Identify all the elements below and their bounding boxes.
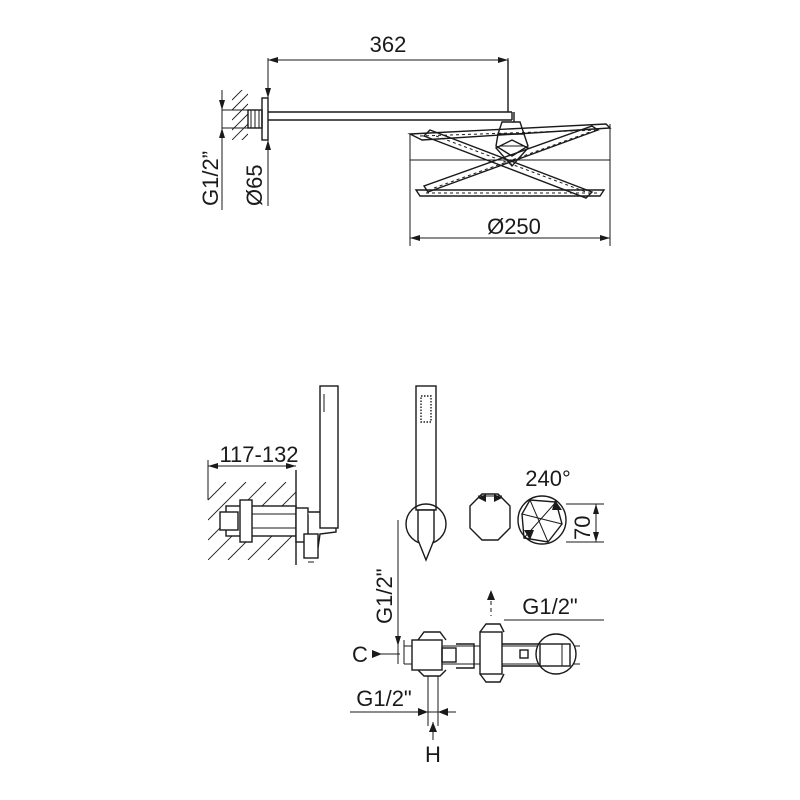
dim-h-label: H	[425, 742, 441, 767]
flange-diameter-label: Ø65	[242, 164, 267, 206]
head-diameter-label: Ø250	[487, 214, 541, 239]
wall-flange	[261, 97, 269, 141]
shower-arm-assembly: 362 Ø65 G1/2” Ø250	[198, 32, 612, 246]
hand-shower-side	[319, 385, 339, 529]
outlet-thread-top-label: G1/2"	[522, 594, 578, 619]
dimension-arm-length: 362	[267, 32, 509, 110]
rotation-angle-label: 240°	[525, 466, 571, 491]
arm-thread-label: G1/2”	[198, 151, 223, 206]
hex-height-label: 70	[570, 516, 595, 540]
valve-section: G1/2" G1/2" C G1/2" H	[350, 520, 604, 767]
hex-nut-views: 240° 70	[469, 466, 604, 545]
hex-nut-plain	[469, 493, 511, 541]
arm-length-label: 362	[370, 32, 407, 57]
shower-head	[407, 123, 612, 199]
dimension-head-diameter: Ø250	[409, 124, 611, 246]
dimension-arm-thread: G1/2”	[198, 90, 248, 210]
front-view-assembly	[405, 385, 447, 562]
dim-c-label: C	[352, 642, 368, 667]
hand-shower-front	[415, 385, 437, 511]
inlet-thread-side-label: G1/2"	[372, 568, 397, 624]
body-depth-label: 117-132	[219, 442, 298, 467]
dimension-flange-diameter: Ø65	[242, 78, 271, 206]
rotation-dial	[517, 495, 567, 545]
outlet-thread-bottom-label: G1/2"	[356, 686, 412, 711]
side-view-assembly: 117-132	[207, 385, 339, 565]
wall-hatch-top	[232, 90, 248, 140]
